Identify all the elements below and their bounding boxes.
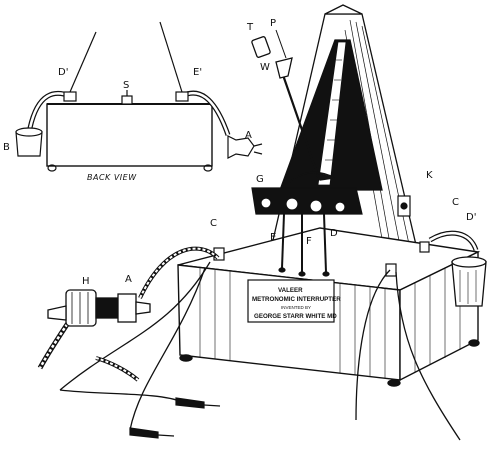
nameplate-line4: GEORGE STARR WHITE MD bbox=[254, 313, 337, 320]
nameplate-line3: INVENTED BY bbox=[281, 305, 311, 310]
label-d-prime: D' bbox=[466, 212, 476, 223]
cords bbox=[37, 246, 461, 441]
main-labels: T P W K G C C D' E F D H A bbox=[82, 18, 476, 287]
label-t: T bbox=[246, 22, 254, 33]
tip-plugs bbox=[129, 397, 221, 439]
label-d: D bbox=[330, 228, 338, 239]
metronome bbox=[251, 4, 421, 263]
back-view-caption: BACK VIEW bbox=[87, 173, 137, 182]
label-s-inset: S bbox=[123, 80, 129, 91]
label-k: K bbox=[426, 170, 433, 181]
label-a-inset: A bbox=[245, 130, 252, 141]
back-view-inset bbox=[15, 21, 263, 172]
back-view-labels: D' S E' B A BACK VIEW bbox=[3, 67, 252, 182]
label-a: A bbox=[125, 274, 132, 285]
label-c-right: C bbox=[452, 197, 459, 208]
switch-panel bbox=[251, 187, 363, 277]
nameplate-line1: VALEER bbox=[278, 287, 303, 294]
label-f: F bbox=[306, 236, 312, 247]
k-switch bbox=[397, 195, 411, 217]
nameplate: VALEER METRONOMIC INTERRUPTER INVENTED B… bbox=[247, 279, 341, 323]
label-g: G bbox=[256, 174, 264, 185]
label-h: H bbox=[82, 276, 90, 287]
h-a-connector bbox=[47, 289, 151, 327]
label-e-prime-inset: E' bbox=[193, 67, 202, 78]
nameplate-line2: METRONOMIC INTERRUPTER bbox=[252, 296, 341, 303]
label-c-left: C bbox=[210, 218, 217, 229]
label-d-prime-inset: D' bbox=[58, 67, 68, 78]
right-cup bbox=[428, 230, 487, 307]
label-b-inset: B bbox=[3, 142, 10, 153]
label-p: P bbox=[270, 18, 276, 29]
label-w: W bbox=[260, 62, 270, 73]
terminal-posts bbox=[213, 241, 430, 277]
label-e: E bbox=[270, 232, 276, 243]
